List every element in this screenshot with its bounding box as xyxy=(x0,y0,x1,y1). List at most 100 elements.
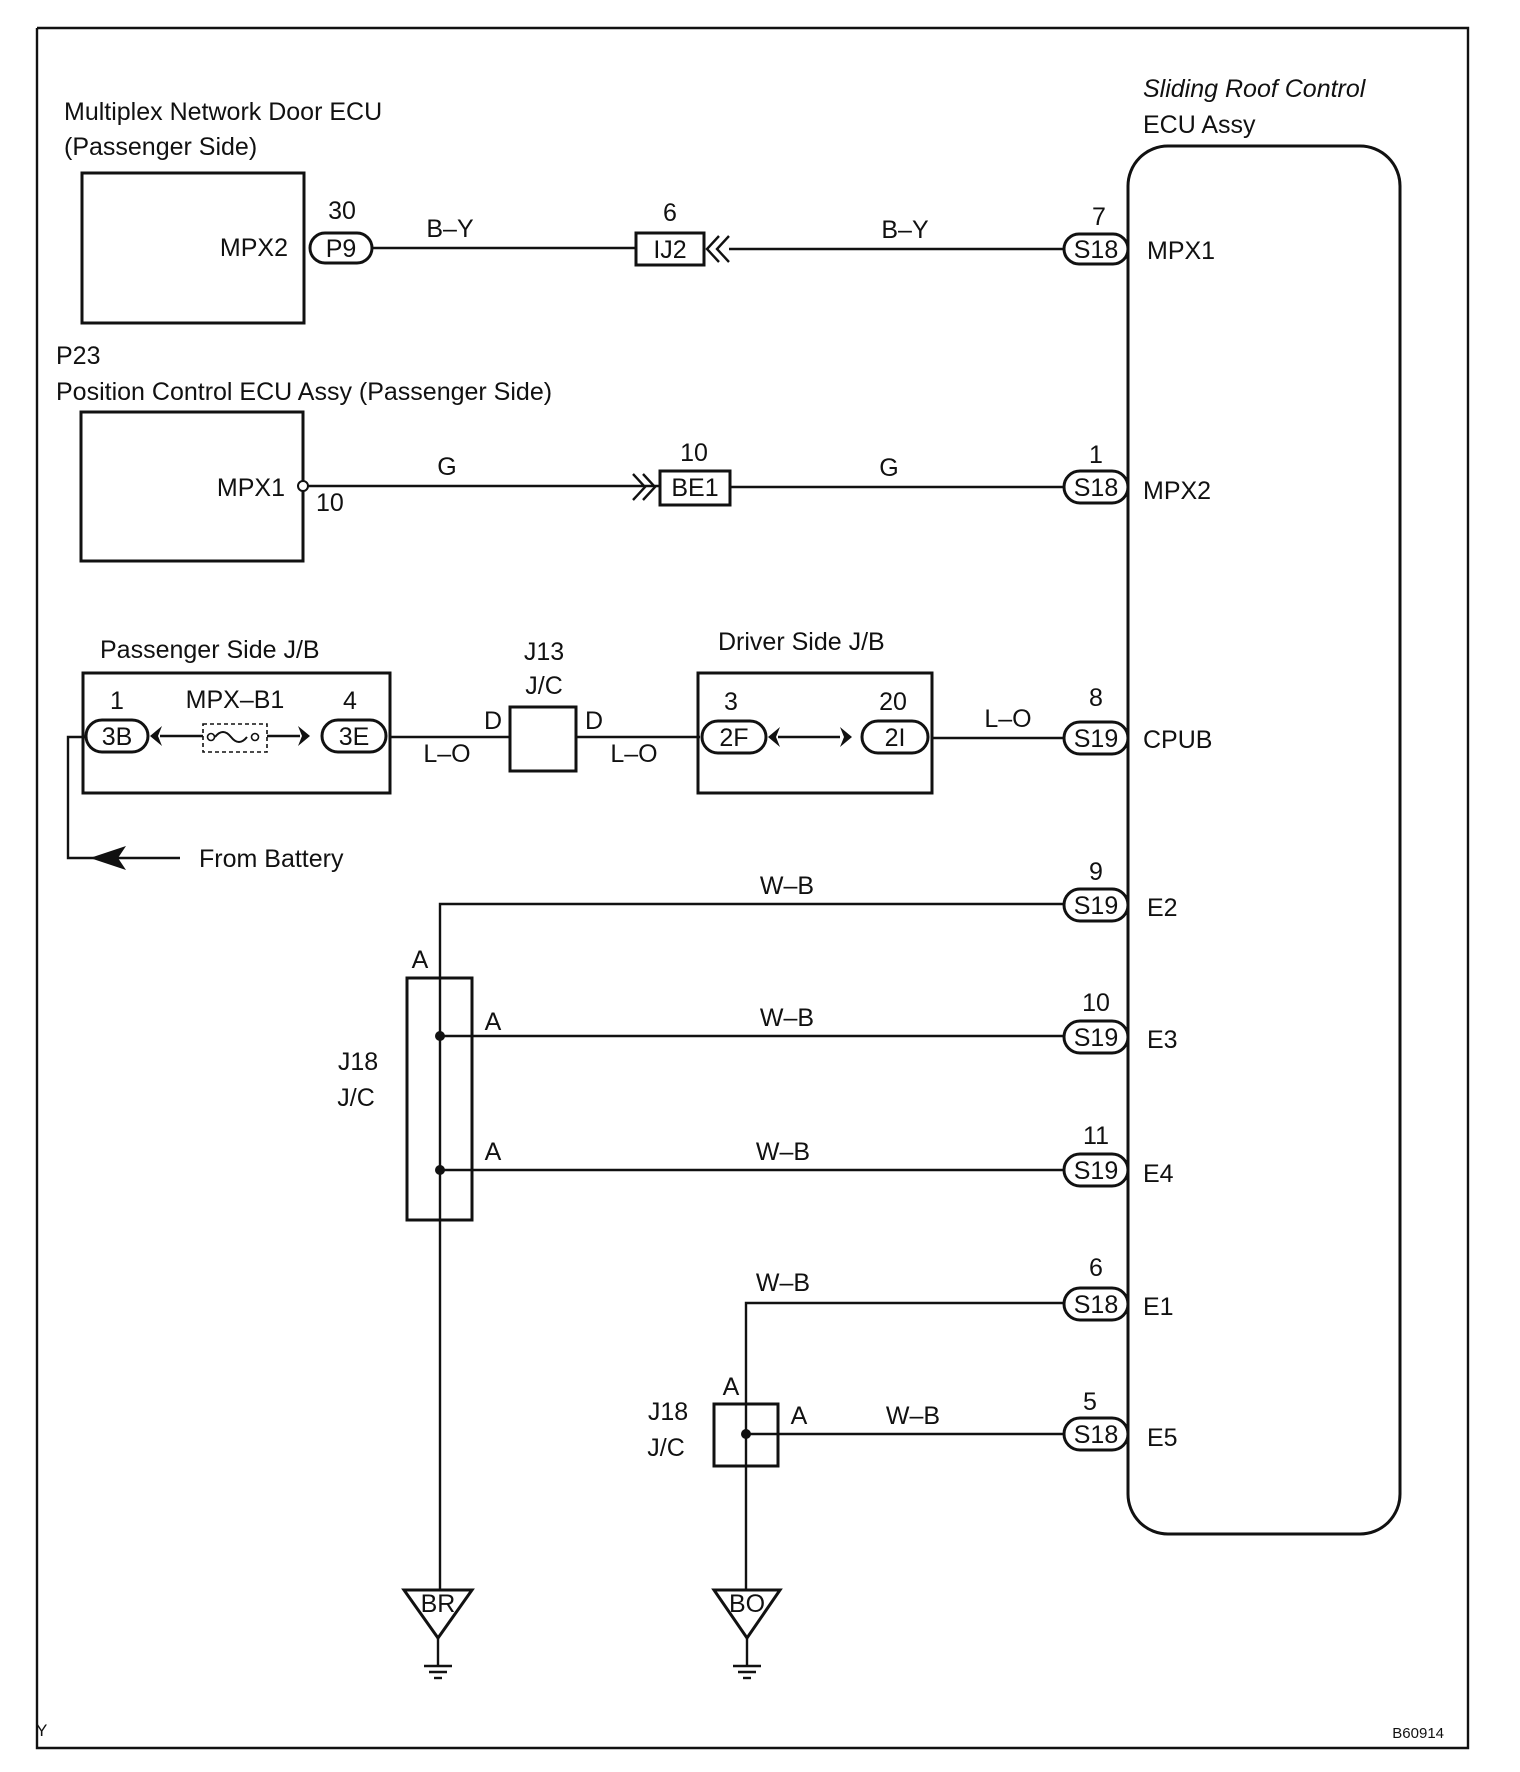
roof-pin-e2-label: E2 xyxy=(1147,894,1178,922)
wire-e2-color: W–B xyxy=(760,872,814,900)
door-ecu: Multiplex Network Door ECU (Passenger Si… xyxy=(64,98,382,325)
roof-pin-e1-label: E1 xyxy=(1143,1293,1174,1321)
junction-j13 xyxy=(508,705,578,773)
connector-s19-e3 xyxy=(1062,1019,1130,1055)
wire-e2 xyxy=(438,902,1064,978)
door-ecu-title-1: Multiplex Network Door ECU xyxy=(64,98,382,126)
roof-pin-11-number: 11 xyxy=(1083,1122,1109,1150)
wire-e1 xyxy=(744,1301,1064,1404)
junction-be1-label: BE1 xyxy=(671,474,718,502)
from-battery-arrow-icon xyxy=(90,846,126,870)
roof-pin-mpx2-label: MPX2 xyxy=(1143,477,1211,505)
fuse-icon xyxy=(214,731,248,743)
connector-2f-label: 2F xyxy=(719,724,748,752)
connector-2i xyxy=(860,719,930,755)
connector-3e xyxy=(320,718,388,754)
j13-pin-left: D xyxy=(484,707,502,735)
position-control-ecu: P23 Position Control ECU Assy (Passenger… xyxy=(56,342,552,563)
connector-p9-label: P9 xyxy=(326,235,357,263)
j13-sub-label: J/C xyxy=(525,672,563,700)
connector-2i-arrow xyxy=(840,727,852,747)
roof-pin-1-number: 1 xyxy=(1089,441,1103,469)
wire-e5-color: W–B xyxy=(886,1402,940,1430)
j18-right-label: J18 xyxy=(648,1398,688,1426)
wire-e1-color: W–B xyxy=(756,1269,810,1297)
pjb-left-pin-number: 1 xyxy=(110,687,124,715)
position-ecu-pin-terminal xyxy=(297,480,309,492)
junction-ij2-label: IJ2 xyxy=(653,236,686,264)
roof-pin-10-number: 10 xyxy=(1082,989,1110,1017)
roof-pin-cpub-label: CPUB xyxy=(1143,726,1212,754)
wire-e3-color: W–B xyxy=(760,1004,814,1032)
j18-left-label: J18 xyxy=(338,1048,378,1076)
mpx2-circuit: G 10 BE1 G 1 S18 MPX2 xyxy=(308,439,1211,507)
wire-from-battery xyxy=(66,735,180,860)
j13-label: J13 xyxy=(524,638,564,666)
mpx1-circuit: B–Y 6 IJ2 B–Y 7 S18 MPX1 xyxy=(372,199,1215,267)
j18-right-pin-top: A xyxy=(723,1373,740,1401)
ground-point-br-label: BR xyxy=(421,1590,456,1618)
figure-code: B60914 xyxy=(1392,1725,1444,1742)
driver-jb-title: Driver Side J/B xyxy=(718,628,885,656)
connector-chevron-be1-a xyxy=(632,473,647,501)
wire-cpub-2-color: L–O xyxy=(610,740,657,768)
frame-border xyxy=(35,26,1470,1750)
j18-left-pin-top: A xyxy=(412,946,429,974)
roof-pin-mpx1-label: MPX1 xyxy=(1147,237,1215,265)
connector-s18-e5-label: S18 xyxy=(1074,1421,1118,1449)
corner-mark: Y xyxy=(36,1721,47,1740)
wire-mpx2-left-color: G xyxy=(437,453,456,481)
connector-chevron-ij2-b xyxy=(715,235,730,263)
connector-s19-e3-label: S19 xyxy=(1074,1024,1118,1052)
connector-s19-e2 xyxy=(1062,887,1130,923)
ground-point-bo xyxy=(711,1588,783,1641)
door-ecu-pin-number: 30 xyxy=(328,197,356,225)
connector-2f-arrow xyxy=(768,727,780,747)
j18-left-pin-mid: A xyxy=(485,1008,502,1036)
connector-chevron-be1-b xyxy=(642,473,657,501)
ground-point-br xyxy=(401,1588,475,1641)
connector-s18-e1-label: S18 xyxy=(1074,1291,1118,1319)
j18-right-pin-right: A xyxy=(791,1402,808,1430)
connector-3e-arrow xyxy=(298,726,310,746)
roof-pin-8-number: 8 xyxy=(1089,684,1103,712)
door-ecu-title-2: (Passenger Side) xyxy=(64,133,257,161)
sliding-roof-ecu-title-2: ECU Assy xyxy=(1143,111,1256,139)
sliding-roof-ecu: Sliding Roof Control ECU Assy xyxy=(1126,75,1402,1536)
connector-chevron-ij2-a xyxy=(705,235,720,263)
connector-s18-mpx2-label: S18 xyxy=(1074,474,1118,502)
sliding-roof-ecu-title-1: Sliding Roof Control xyxy=(1143,75,1367,103)
ground-point-bo-label: BO xyxy=(729,1590,765,1618)
roof-pin-e3-label: E3 xyxy=(1147,1026,1178,1054)
connector-s18-e1 xyxy=(1062,1286,1130,1322)
connector-2i-label: 2I xyxy=(885,724,906,752)
ground-circuit-left: W–B 9 S19 E2 A J18 J/C A W–B 10 S19 E3 A… xyxy=(337,858,1178,1680)
fuse-terminal-left xyxy=(206,732,216,742)
connector-s18-e5 xyxy=(1062,1416,1130,1452)
connector-s18-mpx1-label: S18 xyxy=(1074,236,1118,264)
roof-pin-6-number: 6 xyxy=(1089,1254,1103,1282)
connector-s19-cpub-label: S19 xyxy=(1074,725,1118,753)
wire-mpx1-right-color: B–Y xyxy=(881,216,929,244)
door-ecu-box xyxy=(80,171,306,325)
junction-ij2 xyxy=(634,231,706,267)
pjb-right-pin-number: 4 xyxy=(343,687,357,715)
junction-ij2-pin: 6 xyxy=(663,199,677,227)
junction-be1-pin: 10 xyxy=(680,439,708,467)
wire-mpx1-left-color: B–Y xyxy=(426,215,474,243)
roof-pin-5-number: 5 xyxy=(1083,1388,1097,1416)
roof-pin-7-number: 7 xyxy=(1092,203,1106,231)
driver-jb-box xyxy=(696,671,934,795)
connector-2f xyxy=(700,719,768,755)
connector-s19-e2-label: S19 xyxy=(1074,892,1118,920)
cpub-circuit: Passenger Side J/B 1 3B MPX–B1 4 3E L–O … xyxy=(66,628,1212,873)
djb-left-pin-number: 3 xyxy=(724,688,738,716)
roof-pin-9-number: 9 xyxy=(1089,858,1103,886)
roof-pin-e4-label: E4 xyxy=(1143,1160,1174,1188)
fuse-label: MPX–B1 xyxy=(186,686,285,714)
ground-circuit-right: W–B 6 S18 E1 A J18 J/C A W–B 5 S18 E5 BO xyxy=(647,1254,1178,1680)
roof-pin-e5-label: E5 xyxy=(1147,1424,1178,1452)
connector-s19-e4-label: S19 xyxy=(1074,1157,1118,1185)
wire-cpub-1-color: L–O xyxy=(423,740,470,768)
